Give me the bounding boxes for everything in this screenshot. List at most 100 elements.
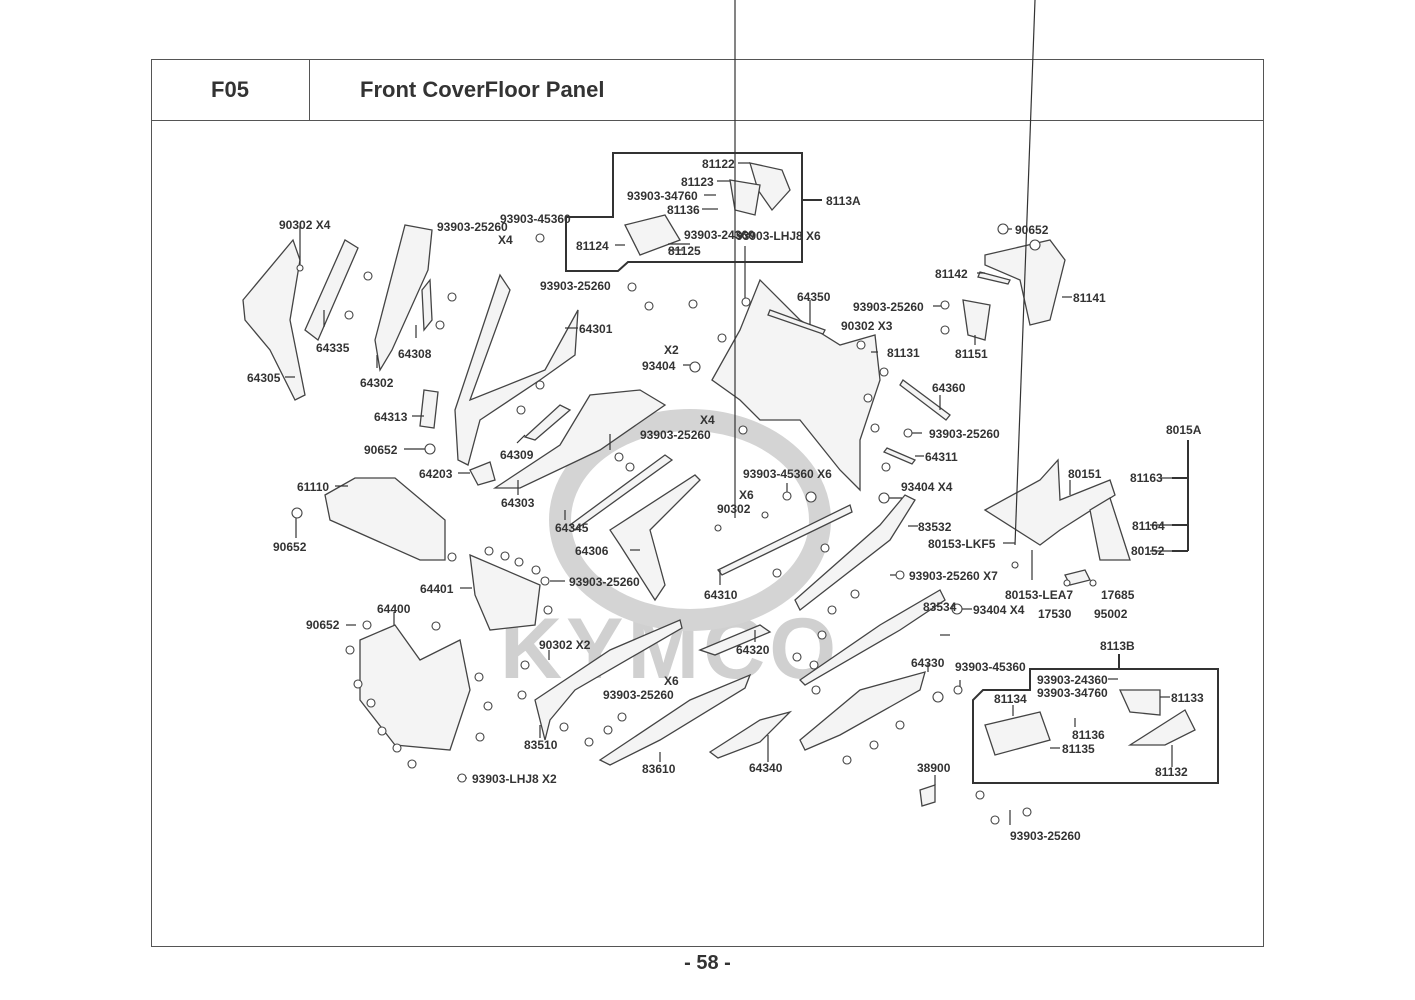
group-label-8113A: 8113A (826, 194, 861, 208)
part-label: 81163 (1130, 471, 1163, 485)
part-label: 64310 (704, 588, 738, 602)
part-label: 93903-24360 (684, 228, 755, 242)
part-64340 (708, 710, 793, 759)
part-label: X2 (664, 343, 679, 357)
part-label: 64345 (555, 521, 589, 535)
part-label: 64309 (500, 448, 534, 462)
part-64313 (419, 389, 439, 429)
part-label: 64311 (925, 450, 958, 464)
part-64350 (767, 309, 826, 335)
part-83534 (798, 589, 946, 686)
part-label: 81151 (955, 347, 988, 361)
group-label-8015A: 8015A (1166, 423, 1202, 437)
part-label: 90302 X4 (279, 218, 331, 232)
group-box-8113A (565, 152, 803, 272)
part-label: 81142 (935, 267, 968, 281)
part-64301 (454, 273, 579, 466)
part-label: 83532 (918, 520, 952, 534)
part-label: 93903-25260 X7 (909, 569, 998, 583)
part-81151 (962, 299, 991, 341)
part-label: 93404 (642, 359, 676, 373)
part-64203 (469, 461, 496, 486)
part-label: 64203 (419, 467, 453, 481)
part-label: 90302 (717, 502, 751, 516)
part-80152 (1089, 497, 1131, 561)
page-number: - 58 - (684, 952, 731, 974)
part-label: 64305 (247, 371, 281, 385)
part-81123 (729, 179, 761, 216)
part-80151 (983, 458, 1116, 546)
part-label: 93903-34760 (627, 189, 698, 203)
part-label: 90652 (364, 443, 398, 457)
part-label: 81125 (668, 244, 701, 258)
part-label: 93404 X4 (973, 603, 1025, 617)
part-label: 64340 (749, 761, 783, 775)
part-64345 (569, 454, 674, 531)
part-64303 (492, 389, 667, 489)
part-83510 (534, 619, 683, 741)
part-label: 81141 (1073, 291, 1106, 305)
part-label: 81133 (1171, 691, 1204, 705)
part-label: 81132 (1155, 765, 1188, 779)
part-81142 (977, 271, 1011, 285)
part-label: 64330 (911, 656, 945, 670)
part-label: 90652 (306, 618, 340, 632)
part-label: 93903-24360 (1037, 673, 1108, 687)
part-label: 90652 (273, 540, 307, 554)
part-label: 64313 (374, 410, 408, 424)
part-64311 (882, 447, 917, 465)
part-label: 93903-25260 (569, 575, 640, 589)
part-label: 83610 (642, 762, 676, 776)
part-label: 81164 (1132, 519, 1165, 533)
group-label-8113B: 8113B (1100, 639, 1135, 653)
part-label: 90652 (1015, 223, 1049, 237)
part-label: 81124 (576, 239, 609, 253)
part-label: 93903-LHJ8 X6 (736, 229, 821, 243)
part-label: 90302 X2 (539, 638, 591, 652)
part-64306 (609, 474, 701, 602)
part-label: 17530 (1038, 607, 1072, 621)
part-label: 64335 (316, 341, 350, 355)
part-label: 64302 (360, 376, 394, 390)
part-label: X4 (700, 413, 715, 427)
part-38900 (919, 784, 936, 807)
part-83532 (794, 494, 916, 611)
part-label: 80153-LKF5 (928, 537, 996, 551)
group-box-8113B (972, 668, 1219, 784)
section-code: F05 (151, 59, 310, 121)
part-64401 (469, 553, 541, 631)
part-64309 (523, 404, 572, 441)
part-label: X6 (739, 488, 754, 502)
part-label: 93903-25260 (437, 220, 508, 234)
part-label: 93903-25260 (853, 300, 924, 314)
part-64302 (374, 224, 433, 372)
part-label: 81134 (994, 692, 1027, 706)
part-label: 64350 (797, 290, 831, 304)
part-label: 93404 X4 (901, 480, 953, 494)
part-label: 64306 (575, 544, 609, 558)
part-label: 90302 X3 (841, 319, 893, 333)
part-label: 80153-LEA7 (1005, 588, 1074, 602)
part-label: 64360 (932, 381, 966, 395)
diagram-frame (151, 59, 1264, 947)
part-label: 93903-25260 (640, 428, 711, 442)
part-label: 83510 (524, 738, 558, 752)
part-64320 (698, 624, 772, 656)
part-label: 64301 (579, 322, 613, 336)
page-title: Front CoverFloor Panel (310, 59, 1264, 121)
part-label: 93903-25260 (1010, 829, 1081, 843)
part-label: 93903-25260 (929, 427, 1000, 441)
part-81133 (1118, 689, 1161, 716)
part-64310 (716, 504, 853, 576)
part-label: 93903-45360 (955, 660, 1026, 674)
part-label: 64303 (501, 496, 535, 510)
part-64308 (421, 278, 433, 332)
part-label: 61110 (297, 480, 330, 494)
part-label: 64308 (398, 347, 432, 361)
part-label: 81135 (1062, 742, 1095, 756)
part-61110 (324, 477, 446, 561)
part-64305 (242, 238, 306, 401)
part-label: 93903-25260 (603, 688, 674, 702)
part-label: 93903-45360 (500, 212, 571, 226)
